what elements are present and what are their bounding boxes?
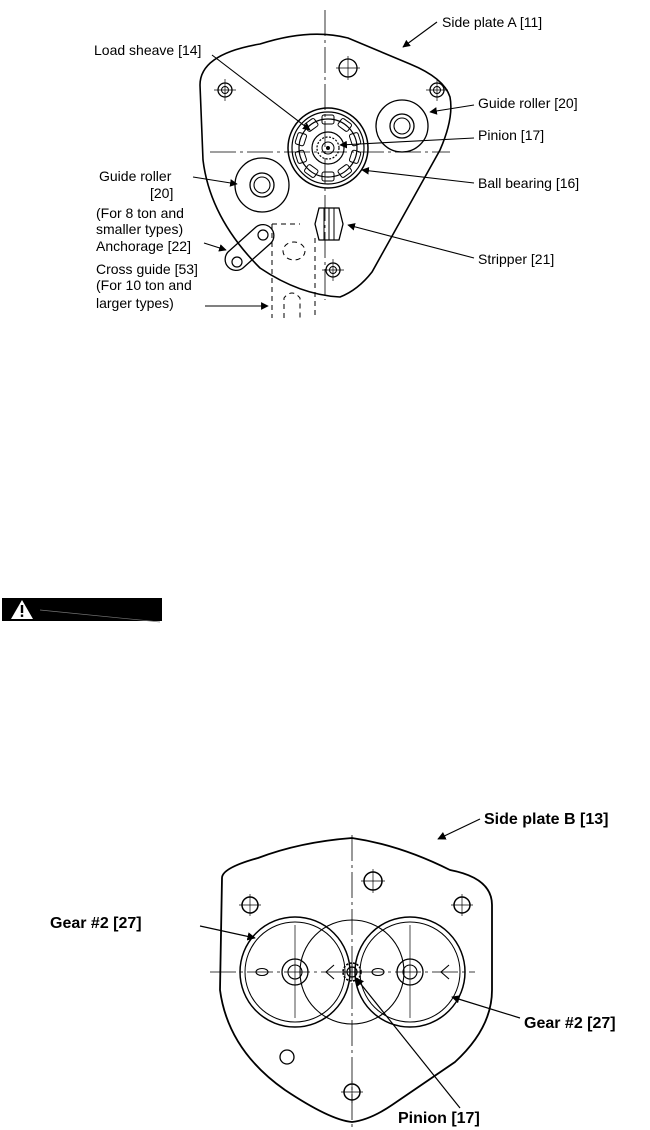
label-anchorage: Anchorage [22]	[96, 238, 191, 254]
bolt-hole-top	[336, 56, 360, 80]
b-bolt-hole-bottom	[341, 1081, 363, 1103]
bolt-hole-right	[426, 79, 448, 101]
label-stripper: Stripper [21]	[478, 251, 554, 267]
cross-guide	[271, 223, 316, 318]
b-bolt-hole-left	[239, 894, 261, 916]
stripper	[314, 207, 344, 241]
warning-banner	[2, 598, 162, 623]
leader-gear-right	[451, 995, 521, 1019]
leader-pinion-bottom	[355, 977, 461, 1109]
leader-ball-bearing	[361, 166, 475, 184]
guide-roller-left	[234, 157, 290, 213]
label-gear-left: Gear #2 [27]	[50, 915, 142, 932]
label-note-8ton-2: smaller types)	[96, 221, 183, 237]
b-bolt-hole-top	[361, 869, 385, 893]
warning-bar	[2, 598, 162, 621]
label-guide-roller-left: Guide roller	[99, 168, 172, 184]
leader-anchorage	[203, 242, 227, 252]
b-center-gear	[299, 919, 405, 1025]
leader-guide-roller-right	[429, 104, 475, 115]
label-note-10ton-1: (For 10 ton and	[96, 277, 192, 293]
leader-load-sheave	[211, 54, 311, 131]
leader-side-plate-b	[437, 818, 481, 840]
leader-stripper	[347, 223, 475, 259]
label-gear-right: Gear #2 [27]	[524, 1015, 616, 1032]
b-small-hole	[279, 1049, 295, 1065]
label-note-10ton-2: larger types)	[96, 295, 174, 311]
label-ball-bearing: Ball bearing [16]	[478, 175, 579, 191]
label-note-8ton-1: (For 8 ton and	[96, 205, 184, 221]
label-pinion-top: Pinion [17]	[478, 127, 544, 143]
leader-guide-roller-left	[192, 176, 238, 187]
bolt-hole-left	[214, 79, 236, 101]
side-plate-b-outline	[219, 837, 493, 1123]
side-plate-a-outline	[199, 33, 452, 298]
label-pinion-bottom: Pinion [17]	[398, 1110, 480, 1127]
label-guide-roller-right: Guide roller [20]	[478, 95, 578, 111]
label-side-plate-b: Side plate B [13]	[484, 811, 608, 828]
warning-triangle-icon	[11, 600, 33, 619]
side-plate-a-diagram: Side plate A [11] Load sheave [14] Guide…	[94, 10, 579, 318]
leader-pinion-top	[339, 137, 475, 149]
side-plate-b-diagram: Side plate B [13] Gear #2 [27] Gear #2 […	[50, 811, 616, 1128]
load-sheave	[287, 107, 369, 189]
bolt-hole-bottom	[322, 259, 344, 281]
pinion-gear-bottom	[342, 962, 362, 982]
guide-roller-right	[375, 99, 429, 153]
ball-bearing-rollers	[294, 114, 362, 182]
warning-bar-streak	[39, 609, 161, 623]
label-guide-roller-left-num: [20]	[150, 185, 173, 201]
leader-side-plate-a	[402, 21, 438, 48]
pinion-gear-top	[316, 136, 340, 160]
b-bolt-hole-right	[451, 894, 473, 916]
leader-gear-left	[199, 925, 256, 941]
label-cross-guide: Cross guide [53]	[96, 261, 198, 277]
label-load-sheave: Load sheave [14]	[94, 42, 201, 58]
label-side-plate-a: Side plate A [11]	[442, 14, 542, 30]
anchorage	[224, 223, 275, 272]
